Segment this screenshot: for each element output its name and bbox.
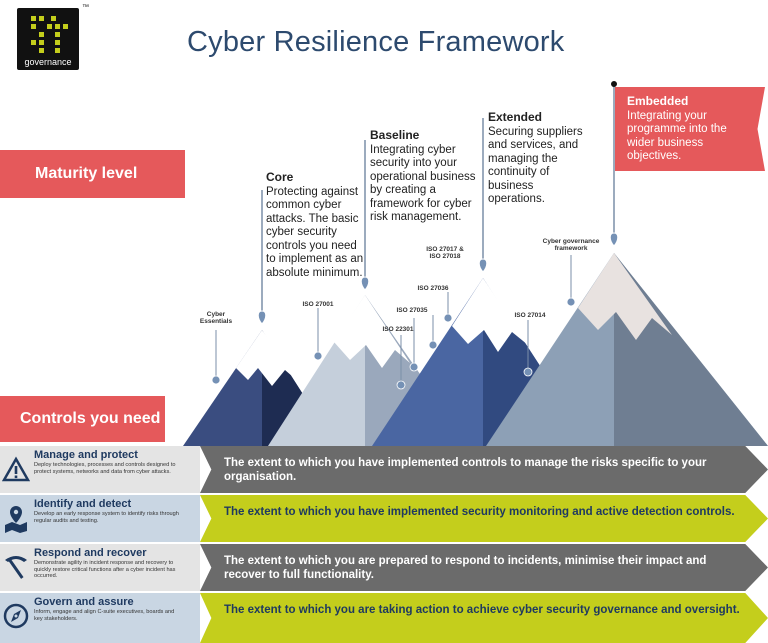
control-band: The extent to which you are prepared to … [200, 544, 768, 591]
control-description: Develop an early response system to iden… [34, 511, 179, 524]
control-description: Demonstrate agility in incident response… [34, 560, 176, 579]
pickaxe-icon [5, 556, 27, 579]
control-row-identify-detect: Identify and detect Develop an early res… [0, 495, 768, 542]
control-description: Inform, engage and align C-suite executi… [34, 609, 175, 622]
level-extended-title: Extended [488, 110, 543, 124]
control-panel: Govern and assure Inform, engage and ali… [0, 593, 200, 643]
control-row-govern-assure: Govern and assure Inform, engage and ali… [0, 593, 768, 643]
level-embedded-title: Embedded [627, 94, 689, 108]
logo-trademark: ™ [82, 4, 89, 11]
control-row-respond-recover: Respond and recover Demonstrate agility … [0, 544, 768, 591]
iso-cyber-essentials: Cyber Essentials [199, 311, 233, 325]
iso-27014: ISO 27014 [514, 312, 546, 319]
iso-27017-27018: ISO 27017 & ISO 27018 [426, 246, 464, 260]
iso-22301: ISO 22301 [382, 326, 414, 333]
control-title: Manage and protect [34, 449, 138, 461]
level-baseline: Baseline Integrating cyber security into… [370, 128, 482, 225]
iso-27035: ISO 27035 [396, 307, 428, 314]
warning-icon [2, 456, 30, 482]
control-panel: Identify and detect Develop an early res… [0, 495, 200, 542]
control-title: Identify and detect [34, 498, 132, 510]
control-band: The extent to which you are taking actio… [200, 593, 768, 643]
control-panel: Respond and recover Demonstrate agility … [0, 544, 200, 591]
iso-27001: ISO 27001 [302, 301, 334, 308]
level-extended-text: Securing suppliers and services, and man… [488, 125, 583, 206]
controls-label: Controls you need [20, 410, 161, 427]
logo-text: governance [24, 57, 72, 67]
control-band-text: The extent to which you are taking actio… [224, 604, 740, 616]
level-embedded-text: Integrating your programme into the wide… [627, 109, 727, 163]
control-title: Govern and assure [34, 596, 134, 608]
maturity-level-label: Maturity level [35, 165, 138, 182]
control-band: The extent to which you have implemented… [200, 495, 768, 542]
controls-ribbon: Controls you need [0, 396, 165, 442]
logo-dots-icon [31, 16, 68, 53]
level-baseline-text: Integrating cyber security into your ope… [370, 143, 476, 224]
page-title: Cyber Resilience Framework [187, 26, 565, 58]
control-band-text: The extent to which you are prepared to … [224, 555, 707, 581]
control-row-manage-protect: Manage and protect Deploy technologies, … [0, 446, 768, 493]
level-core: Core Protecting against common cyber att… [266, 170, 366, 280]
control-panel: Manage and protect Deploy technologies, … [0, 446, 200, 493]
control-description: Deploy technologies, processes and contr… [34, 462, 176, 475]
level-core-title: Core [266, 170, 294, 184]
control-band-text: The extent to which you have implemented… [224, 457, 707, 483]
control-band: The extent to which you have implemented… [200, 446, 768, 493]
level-core-text: Protecting against common cyber attacks.… [266, 185, 364, 279]
maturity-level-ribbon: Maturity level [0, 150, 185, 198]
level-baseline-title: Baseline [370, 128, 420, 142]
compass-icon [3, 603, 29, 629]
it-governance-logo: governance ™ [17, 4, 89, 70]
iso-cyber-governance-framework: Cyber governance framework [542, 238, 600, 252]
level-extended: Extended Securing suppliers and services… [488, 110, 588, 207]
iso-27036: ISO 27036 [417, 285, 449, 292]
level-embedded: Embedded Integrating your programme into… [615, 87, 765, 171]
control-band-text: The extent to which you have implemented… [224, 506, 735, 518]
control-title: Respond and recover [34, 547, 147, 559]
map-pin-icon [5, 506, 27, 533]
